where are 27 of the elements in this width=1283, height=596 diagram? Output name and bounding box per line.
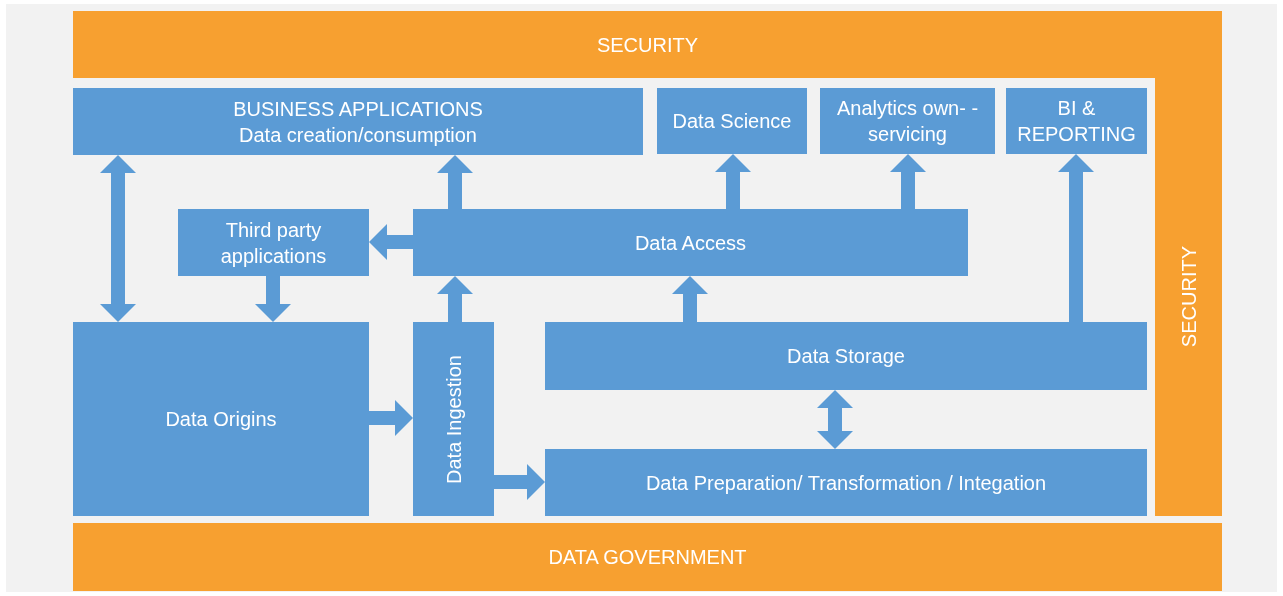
box-label: BUSINESS APPLICATIONS — [233, 96, 483, 122]
box-label: SECURITY — [596, 32, 699, 58]
box-label: BI & REPORTING — [1016, 96, 1137, 147]
box-label: Third party applications — [219, 217, 328, 269]
box-label: Data Science — [672, 109, 792, 134]
band — [1155, 78, 1222, 516]
process-box — [657, 88, 807, 154]
process-box — [545, 449, 1147, 516]
box-label: Data Preparation/ Transformation / Integation — [645, 470, 1047, 496]
box-label: Data creation/consumption — [239, 122, 477, 148]
process-box — [73, 88, 643, 155]
box-label: DATA GOVERNMENT — [548, 545, 747, 570]
band — [73, 523, 1222, 591]
box-label: Analytics own- - servicing — [835, 96, 980, 147]
band — [73, 11, 1222, 78]
process-box — [178, 209, 369, 276]
process-box — [820, 88, 995, 154]
process-box — [413, 209, 968, 276]
box-label: Data Storage — [787, 344, 905, 369]
process-box — [413, 322, 494, 516]
box-label: Data Origins — [165, 407, 277, 432]
process-box — [73, 322, 369, 516]
box-label: Data Access — [634, 230, 747, 256]
process-box — [545, 322, 1147, 390]
box-label: Data Ingestion — [441, 354, 466, 484]
box-label: SECURITY — [1176, 246, 1201, 348]
process-box — [1006, 88, 1147, 154]
